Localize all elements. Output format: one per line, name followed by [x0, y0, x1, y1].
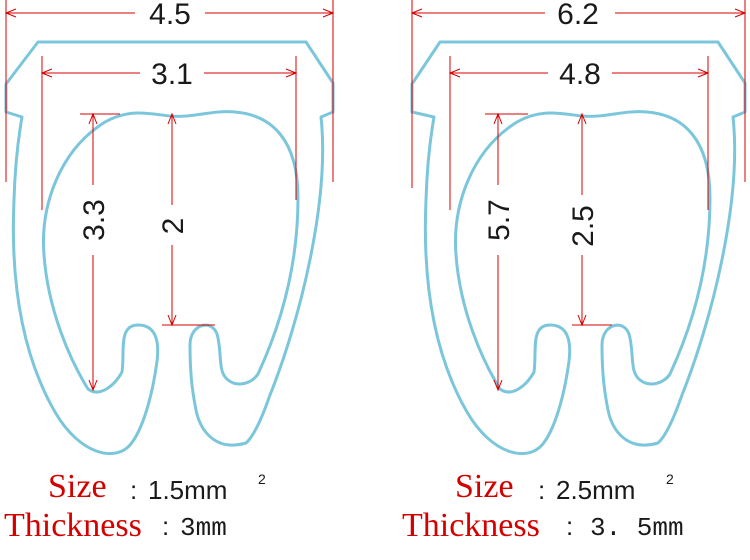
- right-inner-width-label: 4.8: [559, 58, 601, 91]
- left-thickness-value: 3mm: [180, 513, 227, 543]
- left-dimension-labels: 4.5 3.1 3.3 2: [78, 0, 205, 255]
- left-size-value: 1.5mm: [148, 475, 227, 505]
- left-profile: [4, 40, 335, 455]
- left-size-label: Size: [48, 468, 107, 505]
- left-gap-height-label: 2: [157, 218, 190, 235]
- right-thickness-label: Thickness: [402, 507, 540, 544]
- left-thickness-colon: :: [162, 511, 169, 541]
- right-gap-height-label: 2.5: [567, 205, 600, 247]
- left-inner-width-label: 3.1: [151, 58, 193, 91]
- right-size-value: 2.5mm: [556, 475, 635, 505]
- left-thickness-label: Thickness: [4, 507, 142, 544]
- left-inner-height-label: 3.3: [78, 199, 111, 241]
- right-thickness-value: 3. 5mm: [590, 513, 684, 543]
- right-size-label: Size: [455, 468, 514, 505]
- right-size-colon: :: [538, 475, 545, 505]
- left-outer-contour: [4, 40, 335, 455]
- right-size-exponent: 2: [666, 471, 674, 487]
- right-specs: Size : 2.5mm 2 Thickness : 3. 5mm: [402, 468, 684, 544]
- left-specs: Size : 1.5mm 2 Thickness : 3mm: [4, 468, 266, 544]
- left-outer-width-label: 4.5: [149, 0, 191, 31]
- left-size-colon: :: [130, 475, 137, 505]
- right-thickness-colon: :: [566, 511, 573, 541]
- right-outer-width-label: 6.2: [557, 0, 599, 31]
- right-dimension-labels: 6.2 4.8 5.7 2.5: [483, 0, 615, 255]
- right-inner-height-label: 5.7: [483, 199, 516, 241]
- left-size-exponent: 2: [258, 471, 266, 487]
